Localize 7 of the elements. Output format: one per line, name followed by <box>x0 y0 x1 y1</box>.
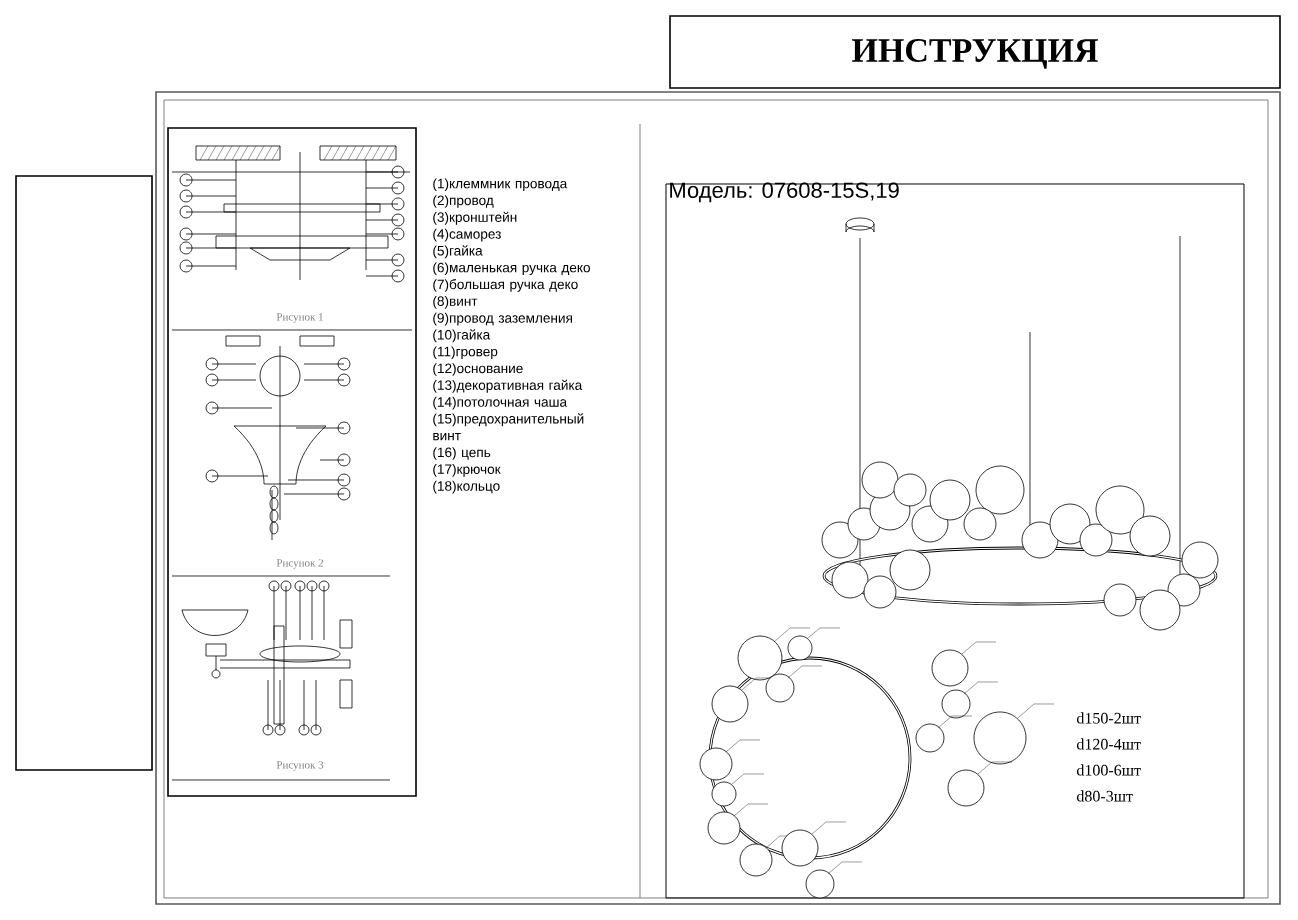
title-box: ИНСТРУКЦИЯ <box>669 15 1281 89</box>
size-note: d150-2шт <box>1076 712 1141 724</box>
side-box <box>15 175 153 771</box>
model-number: Модель: 07608-15S,19 <box>670 182 899 203</box>
size-note: d100-6шт <box>1076 764 1141 776</box>
size-note: d80-3шт <box>1076 790 1133 802</box>
size-note: d120-4шт <box>1076 738 1141 750</box>
